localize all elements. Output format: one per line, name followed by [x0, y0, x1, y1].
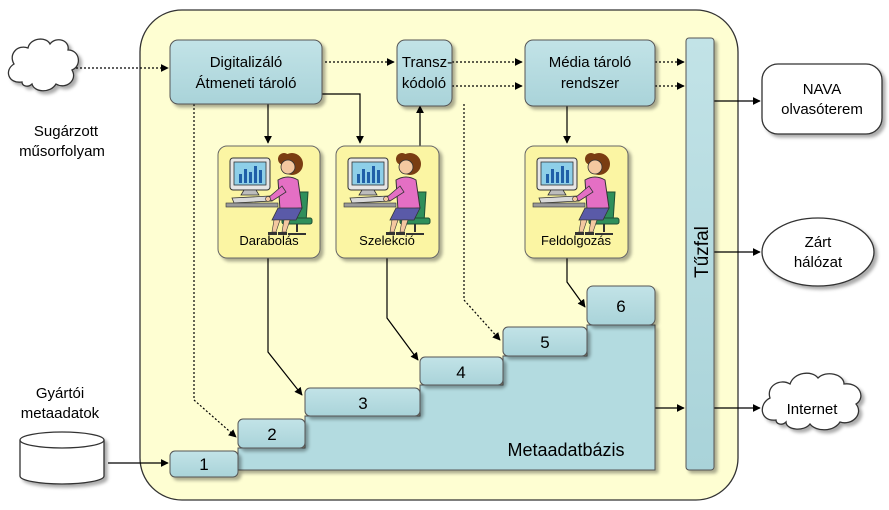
producer-label-line-1: Gyártói	[36, 385, 84, 402]
step-4-label: 4	[456, 363, 465, 382]
media-storage-box: Média tároló rendszer	[524, 39, 656, 107]
media-storage-line-1: Média tároló	[549, 54, 632, 71]
output-reading-room: NAVA olvasóterem	[761, 63, 883, 135]
transcoder-line-1: Transz-	[402, 54, 452, 71]
output-closed-network: Zárt hálózat	[761, 217, 875, 287]
producer-database-icon	[19, 431, 105, 485]
arrow-digitizer-to-step2	[193, 104, 237, 438]
step-5: 5	[502, 326, 588, 357]
stream-label-line-1: Sugárzott	[34, 123, 99, 140]
step-2: 2	[237, 418, 306, 449]
closed-network-line-2: hálózat	[794, 254, 843, 271]
step-5-label: 5	[540, 333, 549, 352]
arrow-selection-to-step4	[386, 258, 419, 361]
database-label: Metaadatbázis	[507, 440, 624, 460]
workstation-selection: Szelekció	[335, 145, 440, 259]
step-3: 3	[304, 387, 421, 417]
output-internet: Internet	[761, 372, 862, 431]
workstation-selection-label: Szelekció	[359, 233, 415, 248]
step-4: 4	[419, 356, 504, 386]
arrow-transcoder-to-step5	[463, 104, 501, 341]
step-6: 6	[586, 285, 656, 326]
media-storage-line-2: rendszer	[561, 75, 619, 92]
internet-label: Internet	[787, 401, 839, 418]
closed-network-line-1: Zárt	[805, 234, 833, 251]
digitizer-line-2: Átmeneti tároló	[196, 75, 297, 92]
workstation-cutting-label: Darabolás	[239, 233, 299, 248]
workstation-processing: Feldolgozás	[524, 145, 629, 259]
arrow-cutting-to-step3	[267, 258, 303, 396]
firewall: Tűzfal	[685, 37, 715, 471]
step-6-label: 6	[616, 297, 625, 316]
reading-room-line-2: olvasóterem	[781, 101, 863, 118]
transcoder-line-2: kódoló	[402, 75, 446, 92]
digitizer-box: Digitalizáló Átmeneti tároló	[169, 39, 323, 105]
arrow-digitizer-to-selection	[322, 93, 364, 144]
workstation-processing-label: Feldolgozás	[541, 233, 612, 248]
metadata-database: Metaadatbázis 1 2 3 4 5 6	[169, 285, 656, 478]
step-1-label: 1	[199, 455, 208, 474]
step-1: 1	[169, 450, 239, 478]
database-staircase-shape	[237, 324, 656, 471]
step-2-label: 2	[267, 425, 276, 444]
step-3-label: 3	[358, 394, 367, 413]
connectors	[68, 58, 761, 467]
producer-label-line-2: metaadatok	[21, 405, 100, 422]
arrow-processing-to-step6	[566, 258, 586, 308]
workstation-cutting: Darabolás	[217, 145, 321, 259]
firewall-label: Tűzfal	[692, 226, 713, 278]
transcoder-box: Transz- kódoló	[396, 39, 453, 107]
stream-label-line-2: műsorfolyam	[19, 143, 105, 160]
digitizer-line-1: Digitalizáló	[210, 54, 283, 71]
stream-cloud-icon	[7, 38, 79, 92]
reading-room-line-1: NAVA	[803, 81, 842, 98]
internet-cloud-icon	[761, 372, 862, 431]
